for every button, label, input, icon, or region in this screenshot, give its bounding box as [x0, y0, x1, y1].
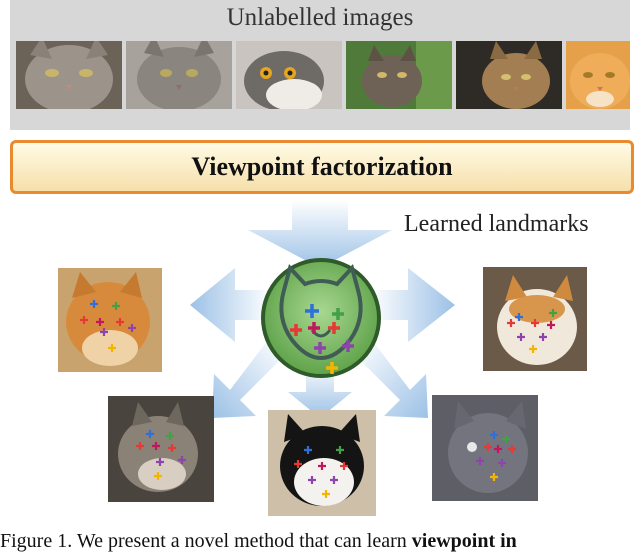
arrow-left-icon	[190, 268, 272, 342]
cat-thumbnail-2	[126, 41, 232, 109]
cat-thumbnail-3	[236, 41, 342, 109]
arrow-down-right-icon	[356, 340, 428, 418]
viewpoint-factorization-box: Viewpoint factorization	[10, 140, 634, 194]
cat-photo-left	[58, 268, 162, 372]
cat-photo-bottom-right	[432, 395, 538, 501]
cat-photo-bottom-center	[268, 410, 376, 516]
arrow-down-icon	[248, 200, 392, 268]
caption-bold: viewpoint in	[411, 530, 517, 552]
arrow-down-left-icon	[212, 340, 284, 418]
cat-thumbnail-4	[346, 41, 452, 109]
unlabelled-images-title: Unlabelled images	[226, 4, 414, 31]
cat-thumbnail-1	[16, 41, 122, 109]
viewpoint-factorization-label: Viewpoint factorization	[191, 152, 453, 181]
cat-photo-right	[483, 267, 587, 371]
learned-landmarks-label: Learned landmarks	[404, 211, 589, 237]
cat-face-icon	[261, 258, 381, 378]
cat-photo-bottom-left	[108, 396, 214, 502]
landmark-cross-icon	[290, 304, 354, 374]
figure-caption: Figure 1. We present a novel method that…	[0, 530, 640, 553]
caption-prefix: Figure 1. We present a novel method that…	[0, 530, 412, 552]
arrow-right-icon	[370, 268, 455, 342]
cat-thumbnail-5	[456, 41, 562, 109]
cat-thumbnail-6	[566, 41, 630, 109]
unlabelled-images-panel: Unlabelled images	[10, 0, 630, 130]
arrow-down-center-icon	[288, 362, 352, 418]
